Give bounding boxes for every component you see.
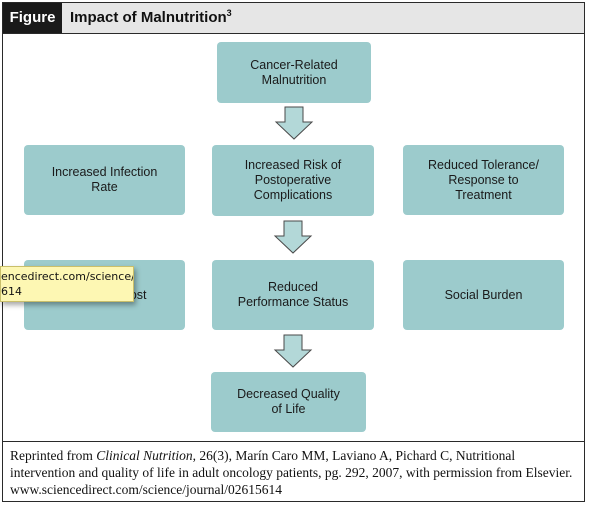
caption-divider: [3, 441, 584, 442]
figure-label: Figure: [3, 3, 62, 33]
tooltip-line-2: 614: [1, 285, 22, 298]
node-postoperative-complications: Increased Risk of Postoperative Complica…: [212, 145, 374, 216]
node-decreased-quality-of-life: Decreased Quality of Life: [211, 372, 366, 432]
credit-details: , 26(3), Marín Caro MM, Laviano A, Picha…: [10, 448, 573, 497]
node-reduced-performance-status: Reduced Performance Status: [212, 260, 374, 330]
node-social-burden: Social Burden: [403, 260, 564, 330]
node-reduced-tolerance: Reduced Tolerance/ Response to Treatment: [403, 145, 564, 215]
figure-header: [3, 3, 584, 34]
figure-title: Impact of Malnutrition3: [70, 3, 232, 33]
tooltip-line-1: encedirect.com/science/: [1, 270, 134, 283]
credit-journal: Clinical Nutrition: [96, 448, 193, 463]
node-cancer-related-malnutrition: Cancer-Related Malnutrition: [217, 42, 371, 103]
reprint-credit: Reprinted from Clinical Nutrition, 26(3)…: [10, 447, 580, 498]
node-increased-infection-rate: Increased Infection Rate: [24, 145, 185, 215]
credit-prefix: Reprinted from: [10, 448, 97, 463]
arrow-down-icon: [273, 334, 313, 368]
arrow-down-icon: [273, 220, 313, 254]
figure-title-superscript: 3: [226, 8, 232, 18]
figure-title-text: Impact of Malnutrition: [70, 9, 227, 26]
link-tooltip: encedirect.com/science/ 614: [0, 266, 134, 302]
arrow-down-icon: [274, 106, 314, 140]
